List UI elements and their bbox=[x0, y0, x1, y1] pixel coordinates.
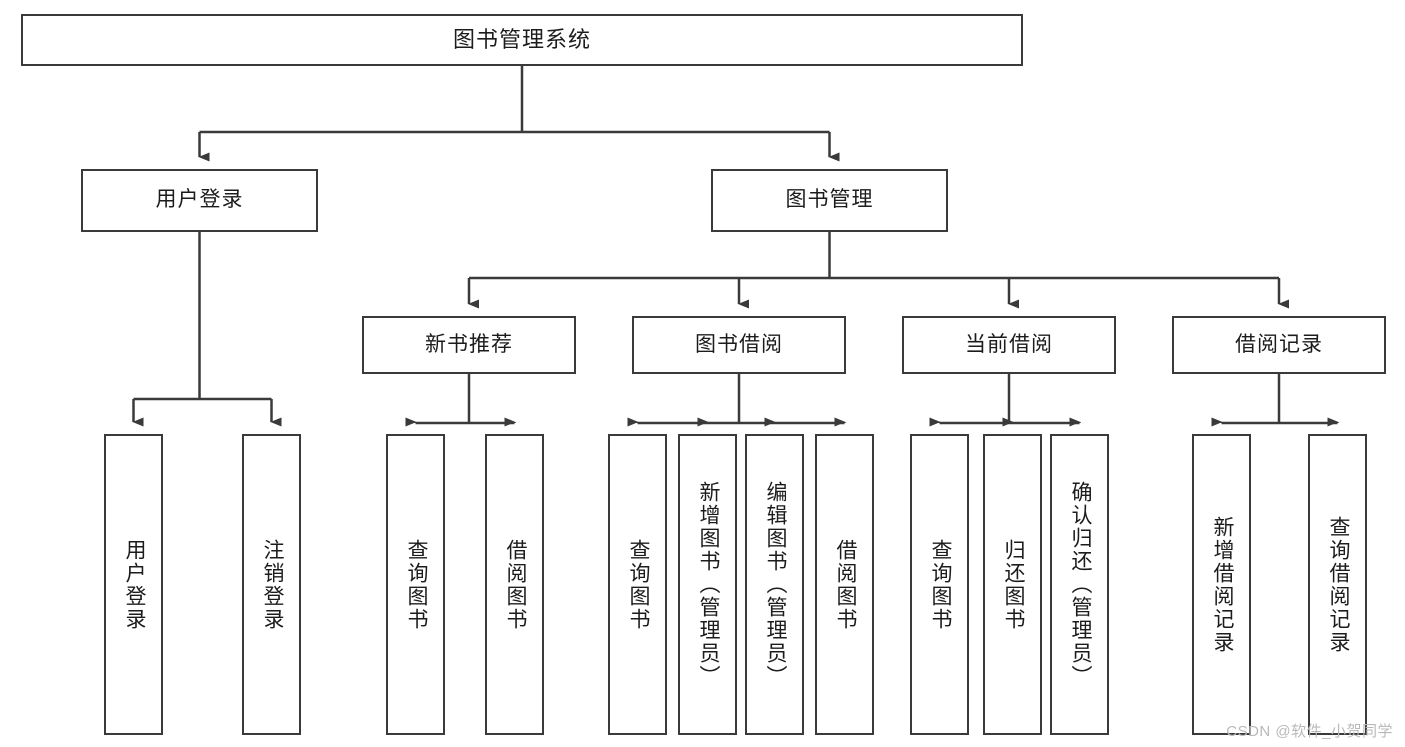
node-leaf-borrow-book-2[interactable]: 借阅图书 bbox=[815, 434, 874, 735]
node-leaf-query-book-2[interactable]: 查询图书 bbox=[608, 434, 667, 735]
node-label: 用户登录 bbox=[122, 538, 146, 631]
node-leaf-query-book-1[interactable]: 查询图书 bbox=[386, 434, 445, 735]
node-label: 注销登录 bbox=[260, 538, 284, 631]
node-borrow-record[interactable]: 借阅记录 bbox=[1172, 316, 1386, 374]
node-label: 当前借阅 bbox=[965, 332, 1053, 356]
node-label: 借阅图书 bbox=[833, 538, 857, 631]
node-user-login[interactable]: 用户登录 bbox=[81, 169, 318, 232]
watermark: CSDN @软件_小贺同学 bbox=[1226, 723, 1393, 740]
node-leaf-add-book-admin[interactable]: 新增图书（管理员） bbox=[678, 434, 737, 735]
node-label: 借阅图书 bbox=[503, 538, 527, 631]
node-label: 图书借阅 bbox=[695, 332, 783, 356]
node-label: 借阅记录 bbox=[1235, 332, 1323, 356]
node-new-book-recommend[interactable]: 新书推荐 bbox=[362, 316, 576, 374]
node-leaf-return-book[interactable]: 归还图书 bbox=[983, 434, 1042, 735]
node-label: 查询借阅记录 bbox=[1326, 515, 1350, 654]
node-label: 图书管理系统 bbox=[452, 27, 591, 53]
node-label: 新增图书（管理员） bbox=[696, 481, 720, 688]
node-label: 新增借阅记录 bbox=[1210, 515, 1234, 654]
node-label: 查询图书 bbox=[626, 538, 650, 631]
node-leaf-query-book-3[interactable]: 查询图书 bbox=[910, 434, 969, 735]
node-book-manage[interactable]: 图书管理 bbox=[711, 169, 948, 232]
node-label: 用户登录 bbox=[155, 188, 244, 212]
node-label: 查询图书 bbox=[928, 538, 952, 631]
node-label: 确认归还（管理员） bbox=[1068, 481, 1092, 688]
node-label: 归还图书 bbox=[1001, 538, 1025, 631]
node-label: 图书管理 bbox=[785, 188, 874, 212]
node-label: 编辑图书（管理员） bbox=[763, 481, 787, 688]
node-leaf-add-record[interactable]: 新增借阅记录 bbox=[1192, 434, 1251, 735]
node-root[interactable]: 图书管理系统 bbox=[21, 14, 1023, 66]
node-book-borrow[interactable]: 图书借阅 bbox=[632, 316, 846, 374]
node-label: 新书推荐 bbox=[425, 332, 513, 356]
node-leaf-logout[interactable]: 注销登录 bbox=[242, 434, 301, 735]
node-leaf-edit-book-admin[interactable]: 编辑图书（管理员） bbox=[745, 434, 804, 735]
node-current-borrow[interactable]: 当前借阅 bbox=[902, 316, 1116, 374]
node-label: 查询图书 bbox=[404, 538, 428, 631]
node-leaf-query-record[interactable]: 查询借阅记录 bbox=[1308, 434, 1367, 735]
node-leaf-user-login[interactable]: 用户登录 bbox=[104, 434, 163, 735]
node-leaf-borrow-book-1[interactable]: 借阅图书 bbox=[485, 434, 544, 735]
node-leaf-confirm-return[interactable]: 确认归还（管理员） bbox=[1050, 434, 1109, 735]
